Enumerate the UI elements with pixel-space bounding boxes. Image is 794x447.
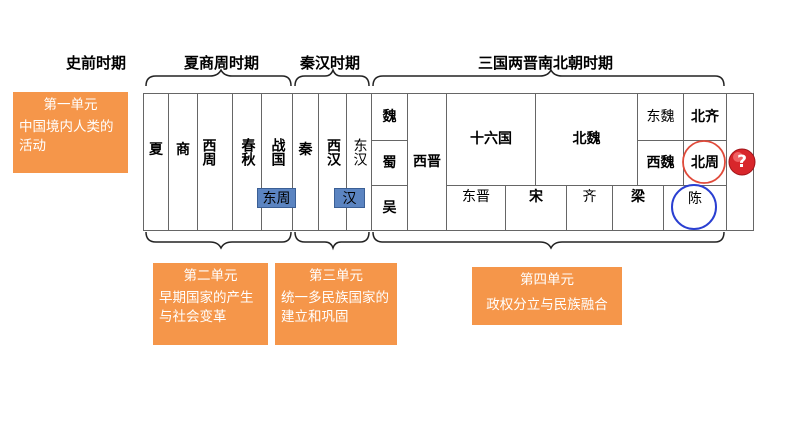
- cell-chen: 陈: [688, 190, 702, 207]
- cell-zhanguo: 战国: [269, 138, 286, 166]
- tag-han: 汉: [334, 188, 365, 208]
- cell-xiwei: 西魏: [646, 154, 675, 171]
- unit-1-body: 中国境内人类的活动: [19, 119, 114, 154]
- cell-xihan: 西汉: [325, 138, 341, 166]
- cell-dongjin: 东晋: [462, 188, 490, 205]
- cell-shang: 商: [176, 142, 190, 158]
- cell-donghan: 东汉: [351, 138, 368, 166]
- brace-bottom-qin-han: [294, 231, 370, 251]
- unit-2-box: 第二单元 早期国家的产生与社会变革: [153, 263, 268, 345]
- unit-2-title: 第二单元: [183, 268, 238, 284]
- heading-prehistoric: 史前时期: [66, 54, 127, 72]
- unit-4-body: 政权分立与民族融合: [486, 297, 608, 313]
- cell-chunqiu: 春秋: [239, 138, 256, 166]
- brace-bottom-three-kingdoms: [372, 231, 725, 250]
- cell-liang: 梁: [631, 188, 645, 205]
- cell-beiqi: 北齐: [691, 108, 719, 125]
- cell-wu: 吴: [382, 199, 397, 216]
- unit-3-body: 统一多民族国家的建立和巩固: [281, 290, 389, 325]
- brace-top-three-kingdoms: [372, 68, 725, 87]
- cell-xijin: 西晋: [413, 153, 441, 170]
- unit-3-box: 第三单元 统一多民族国家的建立和巩固: [275, 263, 397, 345]
- unit-4-box: 第四单元 政权分立与民族融合: [472, 267, 622, 325]
- beizhou-red-circle: [682, 140, 726, 184]
- unit-3-title: 第三单元: [309, 268, 363, 284]
- cell-shu: 蜀: [382, 154, 397, 171]
- brace-bottom-xia-shang-zhou: [145, 231, 292, 250]
- cell-wei: 魏: [382, 108, 397, 125]
- tag-dongzhou: 东周: [257, 188, 296, 208]
- heading-qin-han: 秦汉时期: [300, 54, 361, 72]
- cell-shiliuguo: 十六国: [470, 131, 512, 147]
- brace-top-xia-shang-zhou: [145, 68, 292, 87]
- unit-2-body: 早期国家的产生与社会变革: [159, 290, 254, 325]
- cell-beizhou: 北周: [691, 154, 719, 171]
- unit-1-box: 第一单元 中国境内人类的活动: [13, 92, 128, 173]
- cell-xia: 夏: [149, 142, 163, 158]
- cell-qi: 齐: [582, 188, 597, 205]
- cell-beiwei: 北魏: [572, 131, 601, 147]
- heading-three-kingdoms: 三国两晋南北朝时期: [478, 54, 614, 72]
- unit-1-title: 第一单元: [43, 97, 98, 113]
- question-mark-icon: ?: [737, 152, 747, 172]
- unit-4-title: 第四单元: [520, 272, 574, 288]
- cell-dongwei: 东魏: [646, 108, 675, 125]
- cell-song: 宋: [529, 188, 543, 205]
- heading-xia-shang-zhou: 夏商周时期: [184, 54, 260, 72]
- cell-qin: 秦: [298, 142, 313, 158]
- cell-xizhou: 西周: [200, 138, 217, 166]
- brace-top-qin-han: [294, 67, 370, 87]
- chen-blue-circle: [671, 184, 717, 230]
